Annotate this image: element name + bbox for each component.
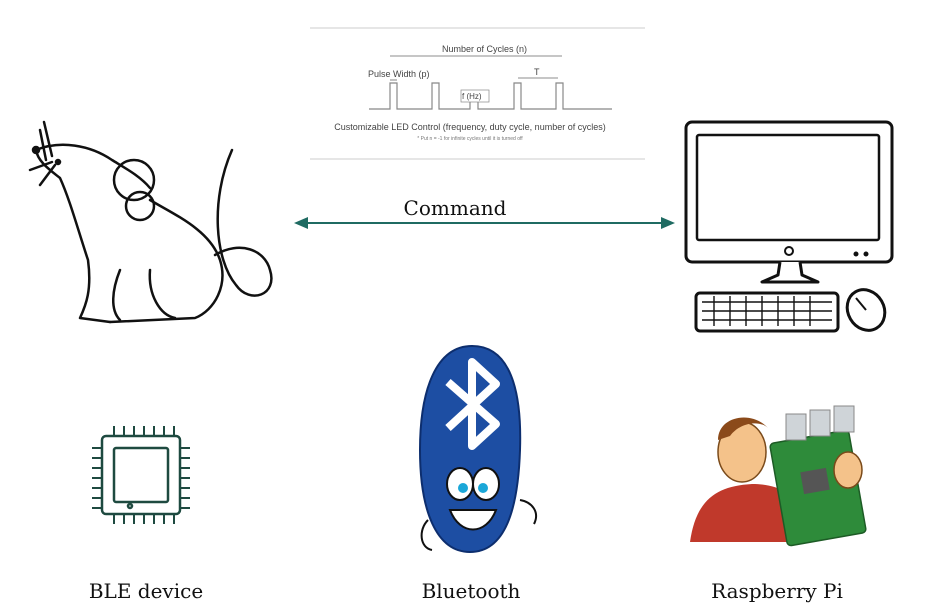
- cycles-label: Number of Cycles (n): [442, 44, 528, 54]
- waveform-panel: [310, 27, 645, 160]
- waveform-caption: Customizable LED Control (frequency, dut…: [334, 122, 606, 132]
- command-arrow: [294, 217, 675, 229]
- frequency-label: f (Hz): [462, 92, 482, 101]
- period-label: T: [534, 67, 540, 77]
- mouse-illustration: [28, 120, 273, 324]
- raspberry-pi-person-icon: [690, 405, 867, 547]
- ble-device-caption: BLE device: [88, 579, 204, 603]
- computer-icon: [684, 120, 894, 333]
- pulse-waveform: [369, 82, 612, 110]
- pulse-width-label: Pulse Width (p): [368, 69, 430, 79]
- waveform-footnote: * Put n = -1 for infinite cycles until i…: [417, 136, 523, 142]
- command-label: Command: [403, 196, 507, 220]
- chip-icon: [92, 426, 190, 524]
- bluetooth-mascot-icon: [418, 344, 538, 554]
- raspberry-pi-caption: Raspberry Pi: [711, 579, 843, 603]
- bluetooth-caption: Bluetooth: [421, 579, 521, 603]
